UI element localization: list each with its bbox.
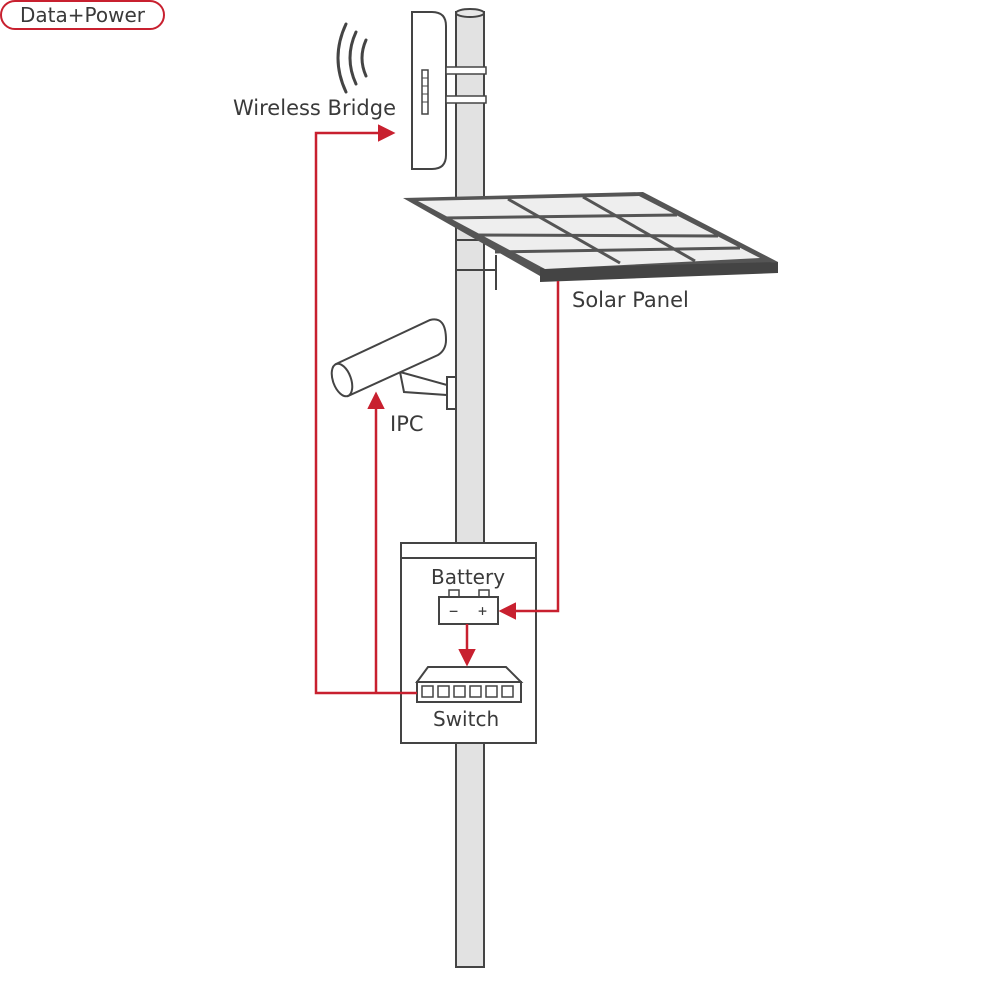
- ipc-camera: [330, 318, 457, 410]
- wireless-bridge: [411, 11, 487, 170]
- battery-plus-terminal: +: [478, 602, 488, 620]
- solar-panel-label: Solar Panel: [572, 288, 689, 312]
- battery-minus-terminal: −: [449, 602, 459, 620]
- pole: [455, 8, 485, 968]
- wifi-signal-icon: [336, 22, 368, 94]
- switch-icon: [415, 666, 524, 703]
- data-power-line-bridge: [314, 124, 417, 695]
- switch-label: Switch: [433, 707, 500, 731]
- data-power-label: Data+Power: [0, 0, 165, 30]
- wireless-bridge-label: Wireless Bridge: [233, 96, 396, 120]
- battery-label: Battery: [431, 565, 506, 589]
- equipment-cabinet: [400, 542, 537, 744]
- ipc-label: IPC: [390, 412, 424, 436]
- connection-lines: [314, 124, 560, 695]
- solar-to-battery-line: [498, 281, 560, 620]
- solar-panel: [403, 192, 778, 290]
- battery-icon: [438, 589, 499, 625]
